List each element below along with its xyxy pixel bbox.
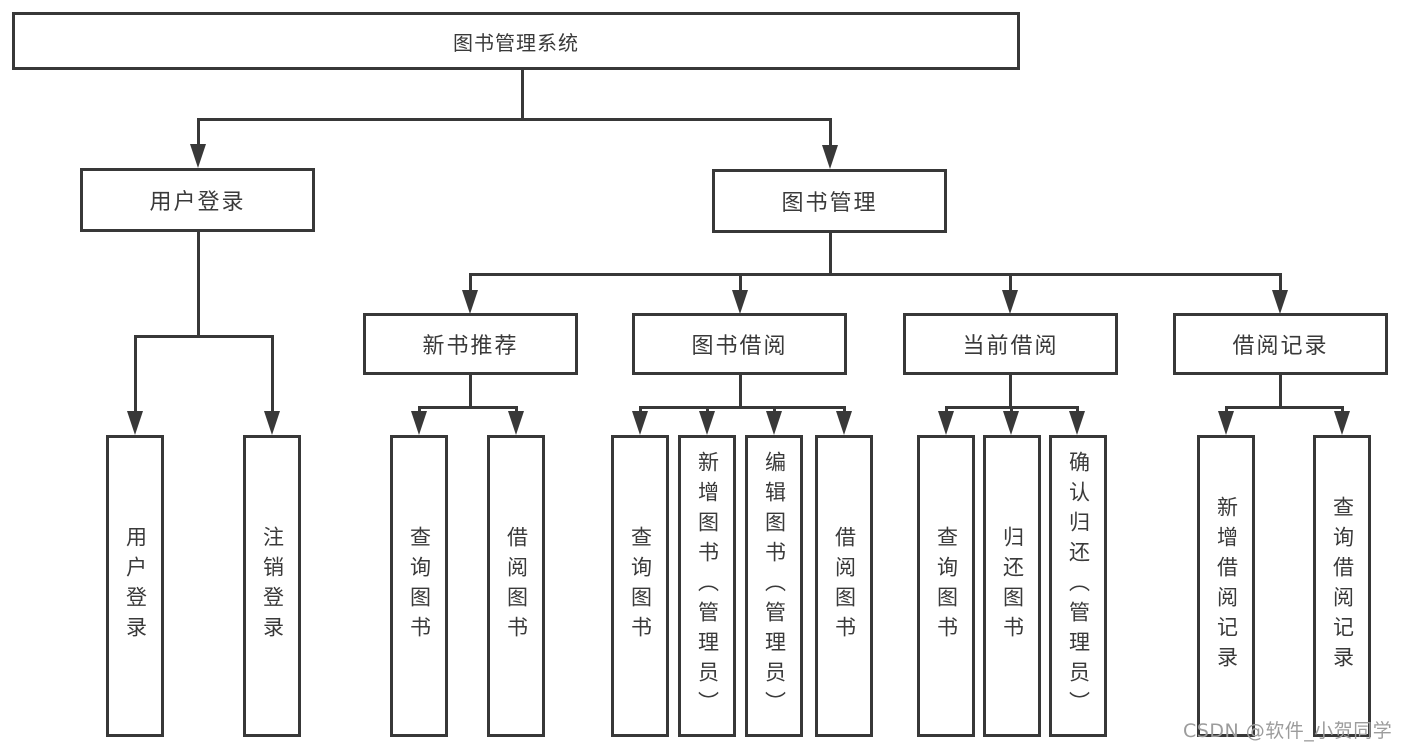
leaf-query-books: 查询图书 [917, 435, 975, 737]
connector-line [1009, 375, 1012, 406]
connector-line [773, 406, 776, 414]
connector-line [197, 118, 200, 148]
leaf-logout: 注销登录 [243, 435, 301, 737]
connector-line [134, 335, 274, 338]
node-label: 当前借阅 [962, 334, 1059, 359]
arrowhead-down-icon [938, 411, 954, 435]
leaf-return-books: 归还图书 [983, 435, 1041, 737]
node-label: 用户登录 [149, 190, 246, 215]
node-book-borrow: 图书借阅 [632, 313, 847, 375]
connector-line [945, 406, 948, 414]
node-label: 图书借阅 [691, 334, 788, 359]
connector-line [829, 233, 832, 273]
node-label: 图书管理 [781, 191, 878, 216]
connector-line [639, 406, 642, 414]
connector-line [271, 335, 274, 413]
leaf-user-login: 用户登录 [106, 435, 164, 737]
arrowhead-down-icon [1334, 411, 1350, 435]
node-label: 借阅记录 [1232, 334, 1329, 359]
arrowhead-down-icon [836, 411, 852, 435]
connector-line [1279, 273, 1282, 291]
arrowhead-down-icon [1003, 411, 1019, 435]
connector-line [1010, 406, 1013, 414]
leaf-confirm-return-admin: 确认归还（管理员） [1049, 435, 1107, 737]
node-book-management: 图书管理 [712, 169, 947, 233]
connector-line [134, 335, 137, 413]
arrowhead-down-icon [699, 411, 715, 435]
leaf-edit-books-admin: 编辑图书（管理员） [745, 435, 803, 737]
node-library-management-system: 图书管理系统 [12, 12, 1020, 70]
arrowhead-down-icon [508, 411, 524, 435]
arrowhead-down-icon [1272, 290, 1288, 314]
connector-line [1279, 375, 1282, 406]
leaf-query-books: 查询图书 [611, 435, 669, 737]
connector-line [469, 375, 472, 406]
node-user-login: 用户登录 [80, 168, 315, 232]
connector-line [829, 118, 832, 148]
connector-line [1341, 406, 1344, 414]
connector-line [515, 406, 518, 414]
arrowhead-down-icon [632, 411, 648, 435]
node-new-book-recommend: 新书推荐 [363, 313, 578, 375]
connector-line [639, 406, 845, 409]
arrowhead-down-icon [462, 290, 478, 314]
arrowhead-down-icon [190, 144, 206, 168]
connector-line [1009, 273, 1012, 291]
connector-line [418, 406, 517, 409]
watermark: CSDN @软件_小贺同学 [1183, 720, 1393, 742]
node-current-borrow: 当前借阅 [903, 313, 1118, 375]
connector-line [739, 375, 742, 406]
connector-line [469, 273, 472, 291]
leaf-query-borrow-record: 查询借阅记录 [1313, 435, 1371, 737]
connector-line [843, 406, 846, 414]
connector-line [418, 406, 421, 414]
leaf-borrow-books: 借阅图书 [815, 435, 873, 737]
arrowhead-down-icon [1218, 411, 1234, 435]
connector-line [1076, 406, 1079, 414]
connector-line [521, 70, 524, 118]
arrowhead-down-icon [822, 145, 838, 169]
node-borrow-record: 借阅记录 [1173, 313, 1388, 375]
arrowhead-down-icon [766, 411, 782, 435]
arrowhead-down-icon [411, 411, 427, 435]
arrowhead-down-icon [1002, 290, 1018, 314]
leaf-add-books-admin: 新增图书（管理员） [678, 435, 736, 737]
arrowhead-down-icon [732, 290, 748, 314]
node-label: 新书推荐 [422, 334, 519, 359]
connector-line [469, 273, 1281, 276]
connector-line [706, 406, 709, 414]
connector-line [739, 273, 742, 291]
connector-line [1225, 406, 1228, 414]
arrowhead-down-icon [1069, 411, 1085, 435]
leaf-borrow-books: 借阅图书 [487, 435, 545, 737]
arrowhead-down-icon [264, 411, 280, 435]
node-label: 图书管理系统 [453, 30, 579, 55]
connector-line [197, 118, 831, 121]
arrowhead-down-icon [127, 411, 143, 435]
leaf-add-borrow-record: 新增借阅记录 [1197, 435, 1255, 737]
connector-line [197, 232, 200, 335]
connector-line [1225, 406, 1343, 409]
leaf-query-books: 查询图书 [390, 435, 448, 737]
